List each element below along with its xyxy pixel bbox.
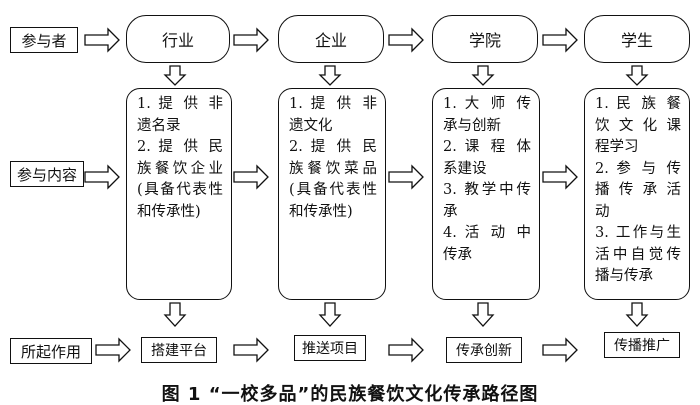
arrow-down-stage2 (318, 65, 342, 86)
stage-enterprise: 企业 (278, 15, 384, 63)
role-build-platform: 搭建平台 (141, 337, 217, 363)
arrow-down-content2 (318, 302, 342, 327)
arrow-down-content1 (163, 302, 187, 327)
content-item: 2. 参 与 传 播 传 承 活 动 (595, 160, 681, 220)
content-item: 1. 提 供 非 遗名录 (137, 96, 223, 134)
arrow-right-content3-to-content4 (542, 164, 578, 190)
content-item: 3. 工作与生活中自觉传播与传承 (595, 225, 681, 284)
stage-college: 学院 (432, 15, 538, 63)
arrow-right-stage2-to-stage3 (388, 27, 424, 53)
arrow-right-label-to-content1 (84, 164, 120, 190)
role-push-projects: 推送项目 (294, 335, 366, 361)
content-box-college: 1. 大 师 传 承与创新 2. 课 程 体 系建设 3. 教学中传承 4. 活… (432, 88, 540, 300)
content-item: 2. 提 供 民 族餐饮企业(具备代表性和传承性) (137, 139, 223, 220)
figure-caption: 图 1 “一校多品”的民族餐饮文化传承路径图 (161, 384, 539, 405)
arrow-right-content2-to-content3 (388, 164, 424, 190)
role-inherit-innovate: 传承创新 (446, 337, 522, 363)
arrow-right-role1-to-role2 (233, 337, 269, 363)
content-box-industry: 1. 提 供 非 遗名录 2. 提 供 民 族餐饮企业(具备代表性和传承性) (126, 88, 232, 300)
label-content: 参与内容 (10, 161, 84, 187)
content-item: 2. 课 程 体 系建设 (443, 139, 531, 177)
stage-industry: 行业 (126, 15, 230, 63)
arrow-right-stage3-to-stage4 (542, 27, 578, 53)
content-item: 4. 活 动 中 传承 (443, 225, 531, 263)
arrow-right-role3-to-role4 (542, 337, 578, 363)
arrow-down-stage4 (625, 65, 649, 86)
label-participants: 参与者 (10, 27, 78, 53)
content-item: 3. 教学中传承 (443, 182, 531, 220)
content-item: 1. 提 供 非 遗文化 (289, 96, 377, 134)
arrow-right-role2-to-role3 (388, 337, 424, 363)
arrow-down-content3 (471, 302, 495, 327)
arrow-down-content4 (625, 302, 649, 327)
content-item: 1. 大 师 传 承与创新 (443, 96, 531, 134)
arrow-down-stage1 (163, 65, 187, 86)
arrow-right-label-to-role1 (95, 337, 131, 363)
arrow-down-stage3 (471, 65, 495, 86)
content-box-student: 1. 民 族 餐 饮 文 化 课 程学习 2. 参 与 传 播 传 承 活 动 … (584, 88, 690, 300)
content-box-enterprise: 1. 提 供 非 遗文化 2. 提 供 民 族餐饮菜品(具备代表性和传承性) (278, 88, 386, 300)
label-role: 所起作用 (10, 338, 92, 364)
arrow-right-label-to-stage1 (84, 27, 120, 53)
arrow-right-stage1-to-stage2 (233, 27, 269, 53)
arrow-right-content1-to-content2 (233, 164, 269, 190)
content-item: 2. 提 供 民 族餐饮菜品(具备代表性和传承性) (289, 139, 377, 220)
content-item: 1. 民 族 餐 饮 文 化 课 程学习 (595, 96, 681, 155)
stage-student: 学生 (584, 15, 690, 63)
role-spread-promote: 传播推广 (604, 332, 680, 358)
